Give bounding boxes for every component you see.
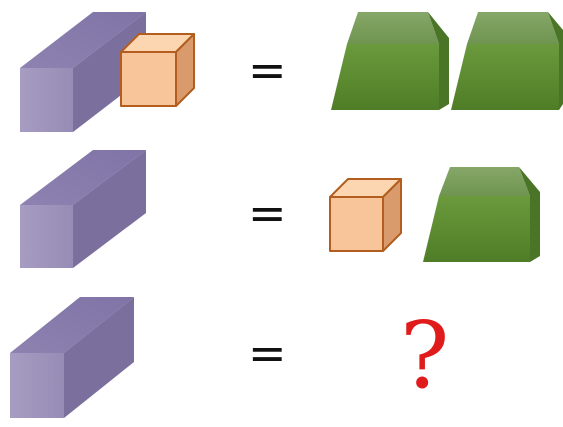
question-mark: ? [400, 302, 450, 409]
green-frustum-row1-a [331, 12, 449, 110]
orange-cube-row1 [120, 33, 195, 107]
purple-prism-row3 [10, 297, 134, 418]
orange-cube-row2 [329, 178, 402, 252]
purple-prism-row2 [20, 150, 146, 268]
equals-sign-row2: = [248, 186, 287, 240]
equals-sign-row1: = [248, 43, 287, 97]
green-frustum-row2 [423, 167, 540, 262]
equals-sign-row3: = [248, 326, 287, 380]
purple-prism-row1 [20, 12, 146, 132]
green-frustum-row1-b [451, 12, 563, 110]
